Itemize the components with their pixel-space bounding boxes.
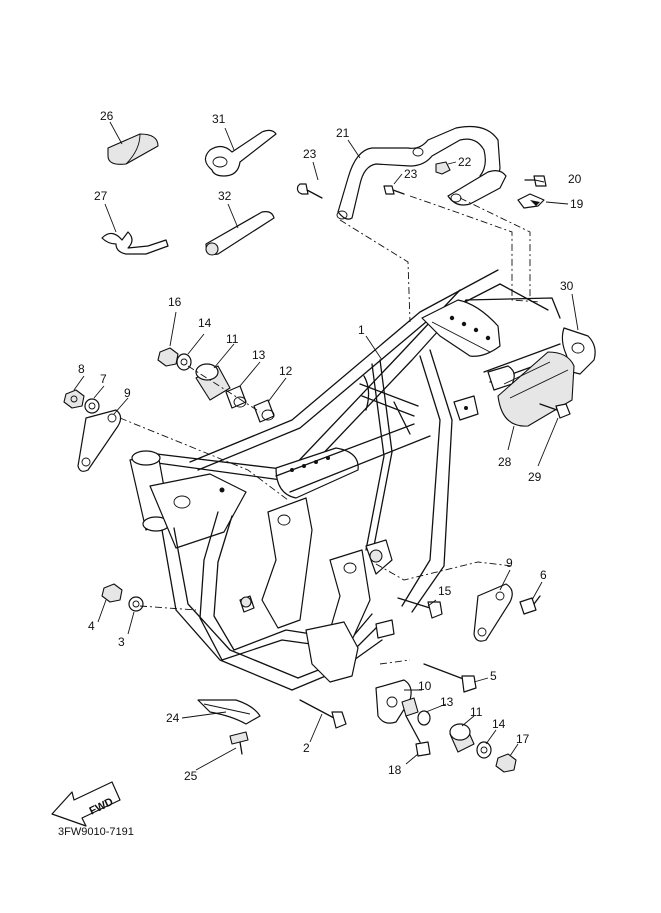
part-9-mount-bracket-left — [77, 409, 122, 472]
part-10-mount-plate — [375, 679, 412, 724]
leader-lines — [73, 121, 579, 771]
part-9-mount-bracket-right — [473, 583, 513, 642]
callout-30: 30 — [560, 279, 574, 293]
callout-12: 12 — [279, 364, 293, 378]
part-2-bolt — [299, 699, 347, 729]
part-4-nut — [101, 583, 123, 603]
part-21-engine-bracket-upper — [336, 125, 501, 220]
part-13-collar-lower — [401, 697, 431, 726]
callout-13-lower: 13 — [440, 695, 454, 709]
callout-17: 17 — [516, 732, 530, 746]
callout-32: 32 — [218, 189, 232, 203]
callout-7: 7 — [100, 372, 107, 386]
part-3-washer — [128, 596, 144, 612]
callout-24: 24 — [166, 711, 180, 725]
part-17-nut — [495, 753, 517, 773]
callout-27: 27 — [94, 189, 108, 203]
callout-5: 5 — [490, 669, 497, 683]
callout-14-upper: 14 — [198, 316, 212, 330]
callout-10: 10 — [418, 679, 432, 693]
part-14-washer-upper — [176, 353, 192, 371]
callout-31: 31 — [212, 112, 226, 126]
callout-11-lower: 11 — [470, 705, 483, 719]
callout-16: 16 — [168, 295, 182, 309]
part-12-collar — [253, 399, 275, 423]
part-13-collar-upper — [225, 385, 247, 409]
part-20-bolt — [524, 175, 547, 187]
callout-6: 6 — [540, 568, 547, 582]
part-29-bolt — [539, 403, 571, 419]
part-31-box-wrench — [204, 129, 277, 177]
part-6-bolt — [519, 595, 541, 615]
part-19-clamp — [517, 193, 545, 209]
part-11-collar-upper — [195, 363, 231, 401]
callout-3: 3 — [118, 635, 125, 649]
part-16-nut — [157, 347, 179, 367]
callout-22: 22 — [458, 155, 472, 169]
callout-8: 8 — [78, 362, 85, 376]
callout-28: 28 — [498, 455, 512, 469]
callout-1: 1 — [358, 323, 365, 337]
callout-9-right: 9 — [506, 556, 513, 570]
part-28-cover — [497, 351, 575, 427]
part-14-washer-lower — [476, 741, 492, 759]
callout-25: 25 — [184, 769, 198, 783]
fwd-arrow-icon: FWD — [51, 781, 121, 827]
callout-21: 21 — [336, 126, 350, 140]
part-32-extension-bar — [205, 211, 275, 256]
callout-13-upper: 13 — [252, 348, 266, 362]
part-5-bolt — [423, 663, 477, 693]
part-15-bolt — [397, 597, 443, 619]
callout-29: 29 — [528, 470, 542, 484]
part-1-frame — [129, 269, 561, 691]
part-24-guard-plate — [197, 699, 261, 725]
part-11-collar-lower — [449, 723, 475, 753]
part-bracket-plate-right — [447, 170, 507, 206]
part-25-screw — [229, 731, 249, 755]
callout-19: 19 — [570, 197, 584, 211]
part-27-open-wrench — [101, 231, 169, 255]
part-23-bolt-left — [296, 183, 323, 199]
part-7-washer — [84, 398, 100, 414]
callout-4: 4 — [88, 619, 95, 633]
callout-14-lower: 14 — [492, 717, 506, 731]
drawing-code: 3FW9010-7191 — [58, 826, 134, 838]
callout-20: 20 — [568, 172, 582, 186]
callout-23-right: 23 — [404, 167, 418, 181]
callout-23-left: 23 — [303, 147, 317, 161]
callout-2: 2 — [303, 741, 310, 755]
part-8-nut — [63, 389, 85, 409]
callout-15: 15 — [438, 584, 452, 598]
callout-26: 26 — [100, 109, 114, 123]
callout-labels: 1 2 3 4 5 6 7 8 9 9 10 11 11 12 13 13 14… — [78, 109, 584, 783]
callout-9-left: 9 — [124, 386, 131, 400]
part-18-bolt — [405, 715, 431, 757]
part-26-tool-pouch — [107, 133, 159, 165]
callout-18: 18 — [388, 763, 402, 777]
callout-11-upper: 11 — [226, 332, 239, 346]
part-22-nut — [435, 161, 451, 175]
part-23-bolt-right — [383, 185, 405, 195]
